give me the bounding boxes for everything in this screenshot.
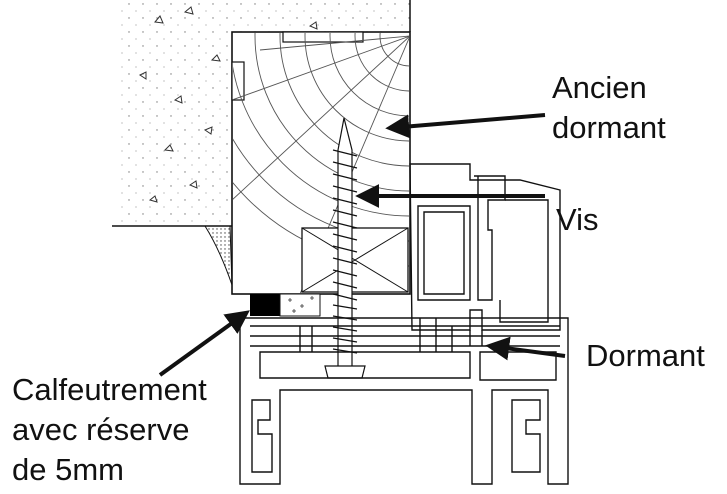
label-calf-line2: avec réserve <box>12 412 190 447</box>
old-wood-frame <box>231 31 411 295</box>
arrow-dormant <box>485 336 566 361</box>
arrow-calfeutrement <box>158 310 250 377</box>
label-ancien-line2: dormant <box>552 110 666 145</box>
label-dormant: Dormant <box>586 338 705 373</box>
masonry-wall <box>112 0 411 286</box>
label-calf-line1: Calfeutrement <box>12 372 207 407</box>
arrow-ancien-dormant <box>385 113 546 139</box>
seal-joint <box>250 293 321 317</box>
label-ancien-line1: Ancien <box>552 70 647 105</box>
label-calf-line3: de 5mm <box>12 452 124 487</box>
label-vis: Vis <box>556 202 599 237</box>
label-calfeutrement: Calfeutrement avec réserve de 5mm <box>12 370 207 490</box>
pvc-frame <box>239 163 569 485</box>
leader-arrows <box>158 113 566 377</box>
label-ancien-dormant: Ancien dormant <box>552 68 666 148</box>
